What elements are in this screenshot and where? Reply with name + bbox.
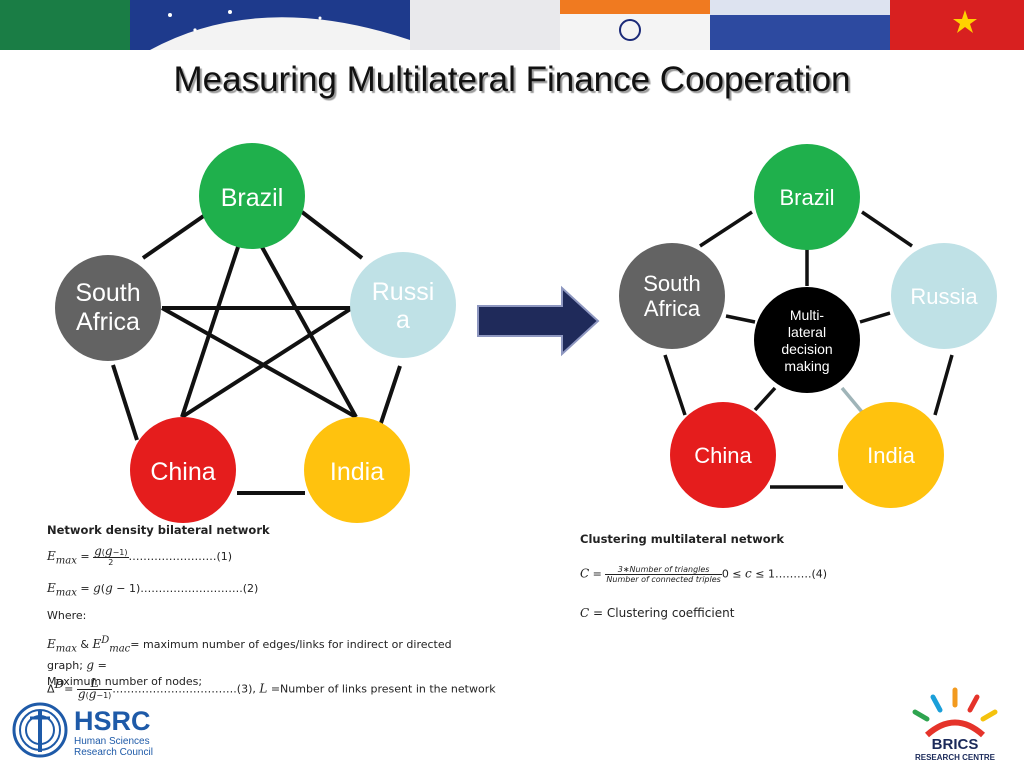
formula-1-dots: ……………………(1): [128, 550, 233, 563]
flags-banner: [0, 0, 1024, 50]
formula-3-dots: …………………………….(3),: [112, 682, 256, 696]
brics-logo: BRICS RESEARCH CENTRE: [912, 687, 998, 762]
max-nodes-text: Maximum number of nodes;: [47, 675, 203, 689]
hsrc-line-2: Research Council: [74, 747, 153, 758]
left-node-south-africa: [55, 255, 161, 361]
where-label: Where:: [47, 609, 87, 622]
links-definition: =Number of links present in the network: [270, 682, 496, 696]
left-node-russia: [350, 252, 456, 358]
clustering-definition: C = Clustering coefficient: [580, 606, 735, 620]
hsrc-logo: HSRC Human Sciences Research Council: [12, 702, 153, 758]
formula-2: Emax = g(g − 1)……………………….(2): [47, 581, 259, 599]
left-node-china: [130, 417, 236, 523]
left-network-edges: [111, 210, 402, 495]
max-definition: Emax & EDmac= maximum number of edges/li…: [47, 635, 452, 689]
clustering-heading: Clustering multilateral network: [580, 532, 785, 546]
right-node-south-africa: [619, 243, 725, 349]
formula-4-denominator: Number of connected triples: [606, 575, 721, 584]
brics-rays-icon: [912, 687, 998, 722]
right-node-china: [670, 402, 776, 508]
left-node-brazil-label: Brazil: [221, 184, 284, 212]
left-node-brazil: [199, 143, 305, 249]
max-definition-text: = maximum number of edges/links for indi…: [47, 638, 452, 673]
formula-4-numerator: 3∗Number of triangles: [605, 565, 722, 575]
right-node-brazil-label: Brazil: [779, 185, 834, 210]
brics-name: BRICS: [932, 736, 979, 753]
brics-arc-icon: [925, 719, 985, 738]
left-node-india: [304, 417, 410, 523]
slide-title: Measuring Multilateral Finance Cooperati…: [173, 60, 851, 99]
clustering-definition-text: = Clustering coefficient: [593, 606, 735, 620]
right-node-russia-label: Russia: [910, 284, 978, 309]
right-node-india: [838, 402, 944, 508]
right-node-center: [754, 287, 860, 393]
left-node-india-label: India: [330, 458, 384, 486]
transition-arrow: [477, 285, 600, 357]
right-node-brazil: [754, 144, 860, 250]
hsrc-name: HSRC: [74, 706, 151, 736]
right-node-china-label: China: [694, 443, 752, 468]
formula-2-dots: ……………………….(2): [140, 582, 259, 595]
brics-subtitle: RESEARCH CENTRE: [915, 753, 996, 762]
right-node-india-label: India: [867, 443, 915, 468]
hsrc-emblem-icon: [12, 702, 68, 758]
formula-4-suffix: ……….(4): [774, 567, 828, 581]
right-node-russia: [891, 243, 997, 349]
hsrc-line-1: Human Sciences: [74, 736, 150, 747]
right-network-edges: [663, 210, 954, 489]
formula-1: Emax = g(g−1)2……………………(1): [47, 544, 233, 567]
left-node-china-label: China: [150, 458, 215, 486]
density-heading: Network density bilateral network: [47, 523, 270, 537]
